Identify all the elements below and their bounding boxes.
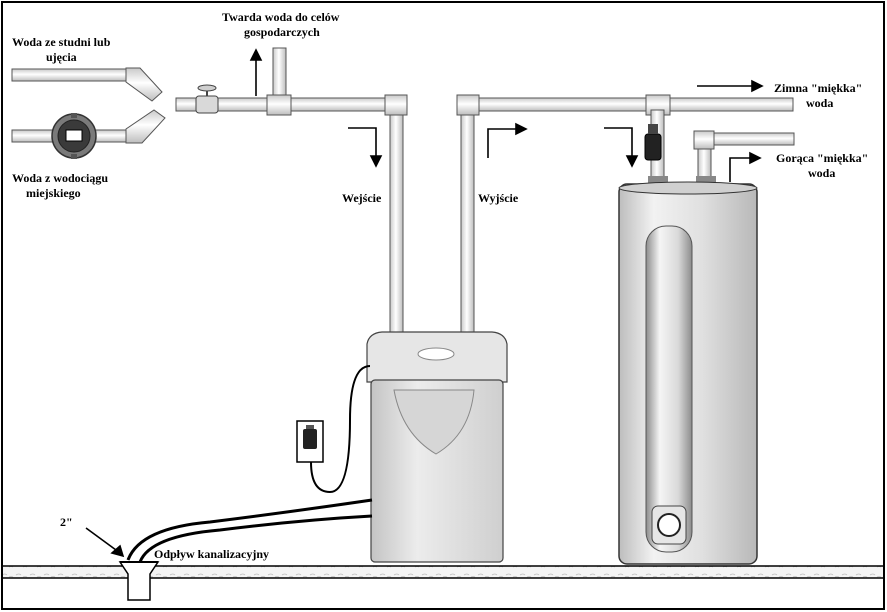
- drain-funnel: [118, 561, 160, 601]
- hard-water-tee: [266, 47, 292, 116]
- inlet-arrow: [348, 127, 377, 158]
- well-water-label: Woda ze studni lub ujęcia: [12, 35, 113, 64]
- drain-size-arrow: [85, 527, 117, 551]
- drain-label: Odpływ kanalizacyjny: [154, 547, 269, 561]
- hot-soft-water-label: Gorąca "miękka" woda: [776, 151, 871, 180]
- drain-hoses: [126, 498, 373, 563]
- flow-arrows: [85, 48, 764, 558]
- cold-soft-water-label: Zimna "miękka" woda: [774, 81, 865, 110]
- power-cord: [310, 365, 371, 494]
- supply-pipe: [175, 94, 408, 333]
- shutoff-valve-icon: [195, 84, 219, 114]
- drain-size-label: 2": [60, 515, 73, 529]
- well-water-pipe: [11, 67, 163, 102]
- water-meter-icon: [51, 113, 97, 159]
- water-softener: [366, 331, 508, 563]
- hot-soft-arrow: [729, 157, 752, 182]
- power-outlet-icon: [296, 420, 324, 463]
- hot-water-pipe: [693, 130, 795, 183]
- labels: Woda ze studni lub ujęcia Woda z wodocią…: [12, 10, 871, 561]
- hard-water-label: Twarda woda do celów gospodarczych: [222, 10, 342, 39]
- outlet-label: Wyjście: [478, 191, 519, 205]
- water-heater: [618, 176, 758, 565]
- heater-inlet-arrow: [604, 127, 633, 158]
- inlet-label: Wejście: [342, 191, 382, 205]
- outlet-arrow: [487, 128, 518, 158]
- city-water-label: Woda z wodociągu miejskiego: [12, 171, 111, 200]
